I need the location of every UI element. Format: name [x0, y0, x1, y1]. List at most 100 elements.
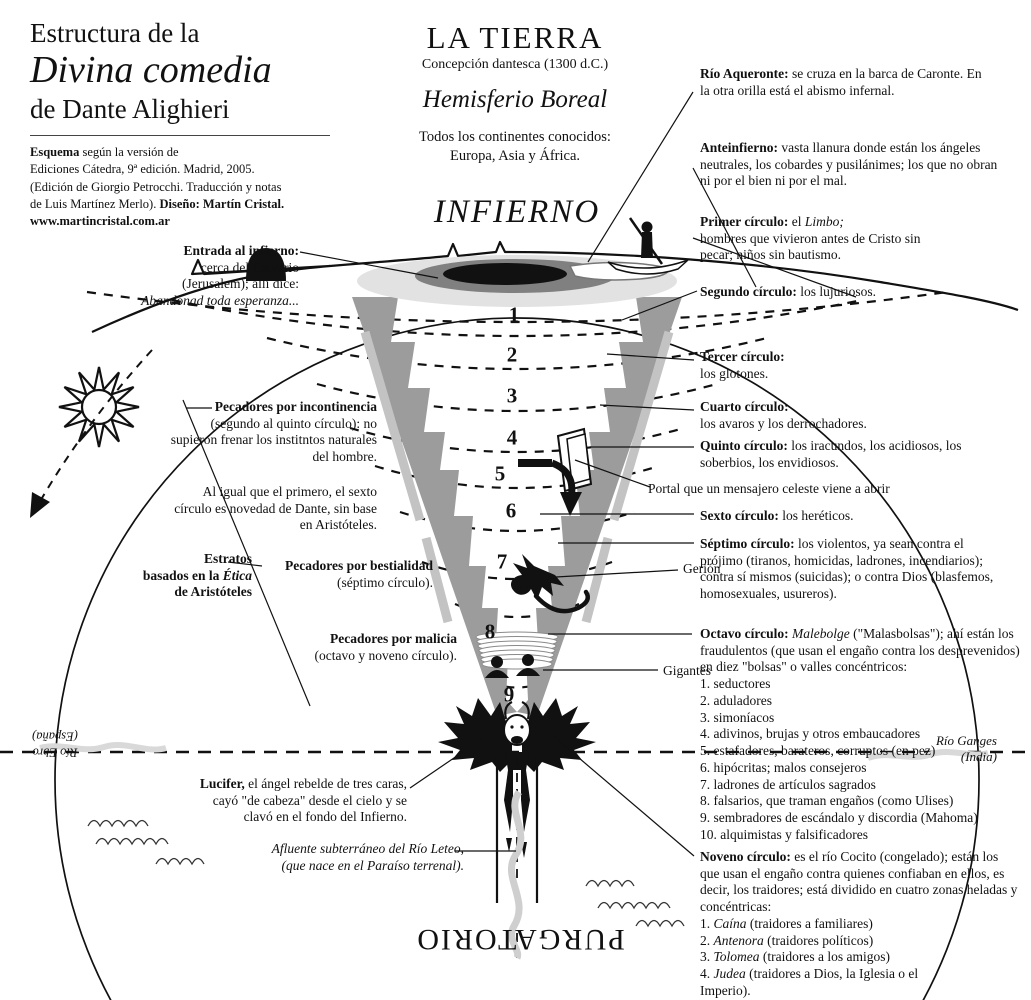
- noveno-item-3-rest: (traidores a los amigos): [759, 949, 890, 965]
- label-bestialidad-text: (séptimo círculo).: [337, 574, 433, 590]
- label-gerion: Gerión: [683, 561, 763, 578]
- label-rio-ebro-country: (España): [32, 729, 78, 744]
- octavo-item-6: 6. hipócritas; malos consejeros: [700, 759, 867, 775]
- label-lucifer-text: el ángel rebelde de tres caras, cayó "de…: [212, 776, 407, 825]
- lucifer-icon: [438, 698, 596, 858]
- label-rio-ganges-country: (India): [960, 749, 997, 765]
- noveno-item-4-rest: (traidores a Dios, la Iglesia o el Imper…: [700, 966, 919, 998]
- label-primer-circulo-text: hombres que vivieron antes de Cristo sin…: [700, 230, 921, 263]
- label-bestialidad: Pecadores por bestialidad (séptimo círcu…: [233, 558, 433, 591]
- label-afluente-line2: (que nace en el Paraíso terrenal).: [281, 857, 464, 873]
- label-estratos-etica: Ética: [222, 567, 252, 583]
- label-tercer-circulo-text: los glotones.: [700, 365, 769, 381]
- continentes-line2: Europa, Asia y África.: [449, 147, 581, 164]
- lethe-river: [507, 789, 525, 960]
- level-number-2: 2: [506, 342, 518, 367]
- level-number-5: 5: [494, 461, 506, 486]
- infierno-title: INFIERNO: [433, 194, 601, 230]
- level-number-9: 9: [503, 682, 515, 707]
- gerion-dragon-icon: [511, 554, 590, 614]
- noveno-item-3: 3. Tolomea (traidores a los amigos): [700, 949, 1020, 966]
- label-estratos-line2-pre: basados en la: [142, 567, 223, 583]
- ebro-river-squiggle: [39, 741, 167, 753]
- sun-icon: [58, 366, 140, 448]
- label-septimo-circulo-lead: Séptimo círculo:: [700, 536, 795, 551]
- label-rio-ganges: Río Ganges (India): [880, 733, 997, 765]
- crater-ellipses: [357, 255, 677, 307]
- noveno-item-4-name: Judea: [713, 966, 746, 982]
- page-title-line3: de Dante Alighieri: [30, 93, 230, 124]
- title-block: Estructura de la Divina comedia de Dante…: [30, 18, 340, 230]
- sun-path-arrow: [30, 349, 153, 518]
- label-sexto-circulo-lead: Sexto círculo:: [700, 508, 779, 523]
- label-octavo-circulo: Octavo círculo: Malebolge ("Malasbolsas"…: [700, 626, 1030, 844]
- credits-esquema: Esquema: [30, 145, 80, 160]
- level-number-3: 3: [506, 383, 518, 408]
- credits-block: Esquema según la versión de Ediciones Cá…: [30, 144, 340, 230]
- label-septimo-circulo-text: los violentos, ya sean contra el prójimo…: [700, 536, 994, 602]
- label-quinto-circulo-lead: Quinto círculo:: [700, 438, 788, 453]
- jerusalem-dome-icon: [246, 248, 286, 281]
- label-rio-aqueronte-text: se cruza en la barca de Caronte. En la o…: [700, 66, 982, 98]
- label-incontinencia-lead: Pecadores por incontinencia: [214, 399, 377, 414]
- label-estratos: Estratos basados en la Ética de Aristóte…: [118, 551, 252, 601]
- label-octavo-circulo-text: ("Malasbolsas"); ahí están los fraudulen…: [700, 626, 1020, 675]
- level-number-1: 1: [508, 302, 520, 327]
- level-number-8: 8: [484, 619, 496, 644]
- charon-boat-icon: [607, 217, 689, 275]
- noveno-item-1: 1. Caína (traidores a familiares): [700, 916, 1020, 933]
- ganges-river-squiggle: [866, 749, 989, 761]
- label-noveno-circulo-text: es el río Cocito (congelado); están los …: [700, 849, 1018, 915]
- label-primer-circulo-limbo: Limbo;: [804, 214, 844, 229]
- page-title-line2: Divina comedia: [30, 49, 272, 92]
- label-gigantes: Gigantes: [663, 663, 753, 680]
- octavo-item-4: 4. adivinos, brujas y otros embaucadores: [700, 726, 921, 742]
- label-malicia: Pecadores por malicia (octavo y noveno c…: [257, 631, 457, 664]
- level-number-7: 7: [496, 549, 508, 574]
- label-gigantes-text: Gigantes: [663, 663, 711, 678]
- label-entrada-line3: (Jerusalem); allí dice:: [182, 276, 299, 292]
- label-anteinfierno: Anteinfierno: vasta llanura donde están …: [700, 140, 1005, 190]
- label-quinto-circulo: Quinto círculo: los iracundos, los acidi…: [700, 438, 965, 471]
- credits-designer: Diseño: Martín Cristal.: [159, 196, 285, 211]
- label-malicia-lead: Pecadores por malicia: [330, 631, 457, 646]
- noveno-item-1-rest: (traidores a familiares): [746, 915, 873, 931]
- credits-website: www.martincristal.com.ar: [30, 214, 170, 229]
- purgatorio-title: PURGATORIO: [415, 923, 625, 956]
- label-anteinfierno-text: vasta llanura donde están los ángeles ne…: [700, 140, 998, 189]
- la-tierra-title: LA TIERRA: [426, 20, 604, 55]
- label-noveno-circulo: Noveno círculo: es el río Cocito (congel…: [700, 849, 1020, 1000]
- level-number-6: 6: [505, 498, 517, 523]
- seagulls-icon: [87, 819, 685, 928]
- door-portal-icon: [518, 427, 593, 516]
- title-divider: [30, 135, 330, 137]
- label-primer-circulo-lead: Primer círculo:: [700, 214, 789, 229]
- label-afluente-line1: Afluente subterráneo del Río Leteo,: [271, 841, 464, 856]
- label-segundo-circulo-lead: Segundo círculo:: [700, 284, 797, 299]
- label-portal-text: Portal que un mensajero celeste viene a …: [648, 481, 890, 496]
- label-anteinfierno-lead: Anteinfierno:: [700, 140, 778, 155]
- noveno-item-2: 2. Antenora (traidores políticos): [700, 933, 1020, 950]
- credits-line1: según la versión de: [79, 145, 179, 160]
- label-cuarto-circulo: Cuarto círculo: los avaros y los derroch…: [700, 399, 940, 432]
- octavo-item-5: 5. estafadores, barateros, corruptos (en…: [700, 743, 936, 759]
- noveno-item-2-num: 2.: [700, 932, 714, 948]
- label-primer-circulo-pre: el: [788, 214, 805, 229]
- label-al-igual-text: Al igual que el primero, el sexto círcul…: [174, 484, 377, 533]
- credits-line3: (Edición de Giorgio Petrocchi. Traducció…: [30, 179, 282, 194]
- label-noveno-circulo-lead: Noveno círculo:: [700, 849, 791, 864]
- label-tercer-circulo-lead: Tercer círculo:: [700, 349, 785, 364]
- label-quinto-circulo-text: los iracundos, los acidiosos, los soberb…: [700, 438, 962, 470]
- octavo-item-1: 1. seductores: [700, 676, 771, 692]
- label-estratos-line3: de Aristóteles: [174, 584, 252, 600]
- funnel-left-wall: [352, 297, 517, 716]
- label-bestialidad-lead: Pecadores por bestialidad: [284, 558, 433, 573]
- noveno-item-1-num: 1.: [700, 915, 714, 931]
- label-sexto-circulo-text: los heréticos.: [778, 508, 854, 523]
- center-header: LA TIERRA Concepción dantesca (1300 d.C.…: [360, 20, 670, 166]
- label-incontinencia-text: (segundo al quinto círculo): no supieron…: [170, 415, 377, 465]
- la-tierra-subtitle: Concepción dantesca (1300 d.C.): [421, 57, 609, 72]
- label-entrada-line2: cerca del Calvario: [200, 259, 299, 275]
